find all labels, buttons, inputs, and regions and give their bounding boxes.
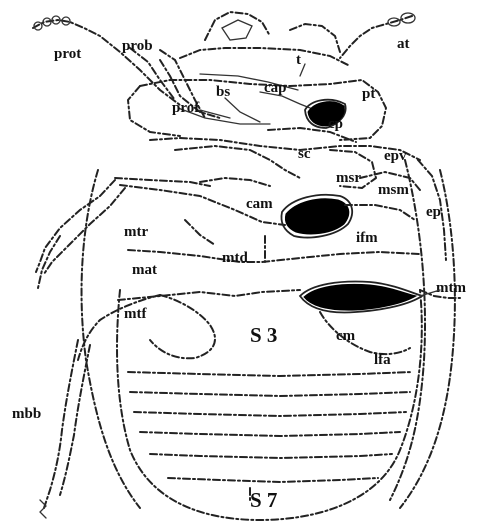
label-mtd: mtd xyxy=(222,250,248,266)
label-at: at xyxy=(397,36,410,52)
label-pt: pt xyxy=(362,86,375,102)
label-mtm: mtm xyxy=(436,280,466,296)
label-s7: S 7 xyxy=(250,488,277,512)
label-prob: prob xyxy=(122,38,153,54)
label-mtr: mtr xyxy=(124,224,148,240)
label-mbb: mbb xyxy=(12,406,41,422)
label-mat: mat xyxy=(132,262,157,278)
mesothorax xyxy=(115,138,420,190)
label-cam: cam xyxy=(246,196,273,212)
label-prof: prof xyxy=(172,100,200,116)
label-t: t xyxy=(296,52,301,68)
label-epv: epv xyxy=(384,148,407,164)
label-cap: cap xyxy=(264,80,287,96)
label-mtf: mtf xyxy=(124,306,147,322)
label-cm: cm xyxy=(336,328,356,344)
label-bs: bs xyxy=(216,84,230,100)
label-ifm: ifm xyxy=(356,230,378,246)
label-msr: msr xyxy=(336,170,361,186)
label-ep: ep xyxy=(426,204,441,220)
label-msm: msm xyxy=(378,182,409,198)
label-lfa: lfa xyxy=(374,352,391,368)
labels: prot prob at t cap pt bs prof cp sc epv … xyxy=(12,36,466,512)
label-cp: cp xyxy=(328,116,343,132)
label-sc: sc xyxy=(298,146,311,162)
label-s3: S 3 xyxy=(250,323,277,347)
label-prot: prot xyxy=(54,46,81,62)
